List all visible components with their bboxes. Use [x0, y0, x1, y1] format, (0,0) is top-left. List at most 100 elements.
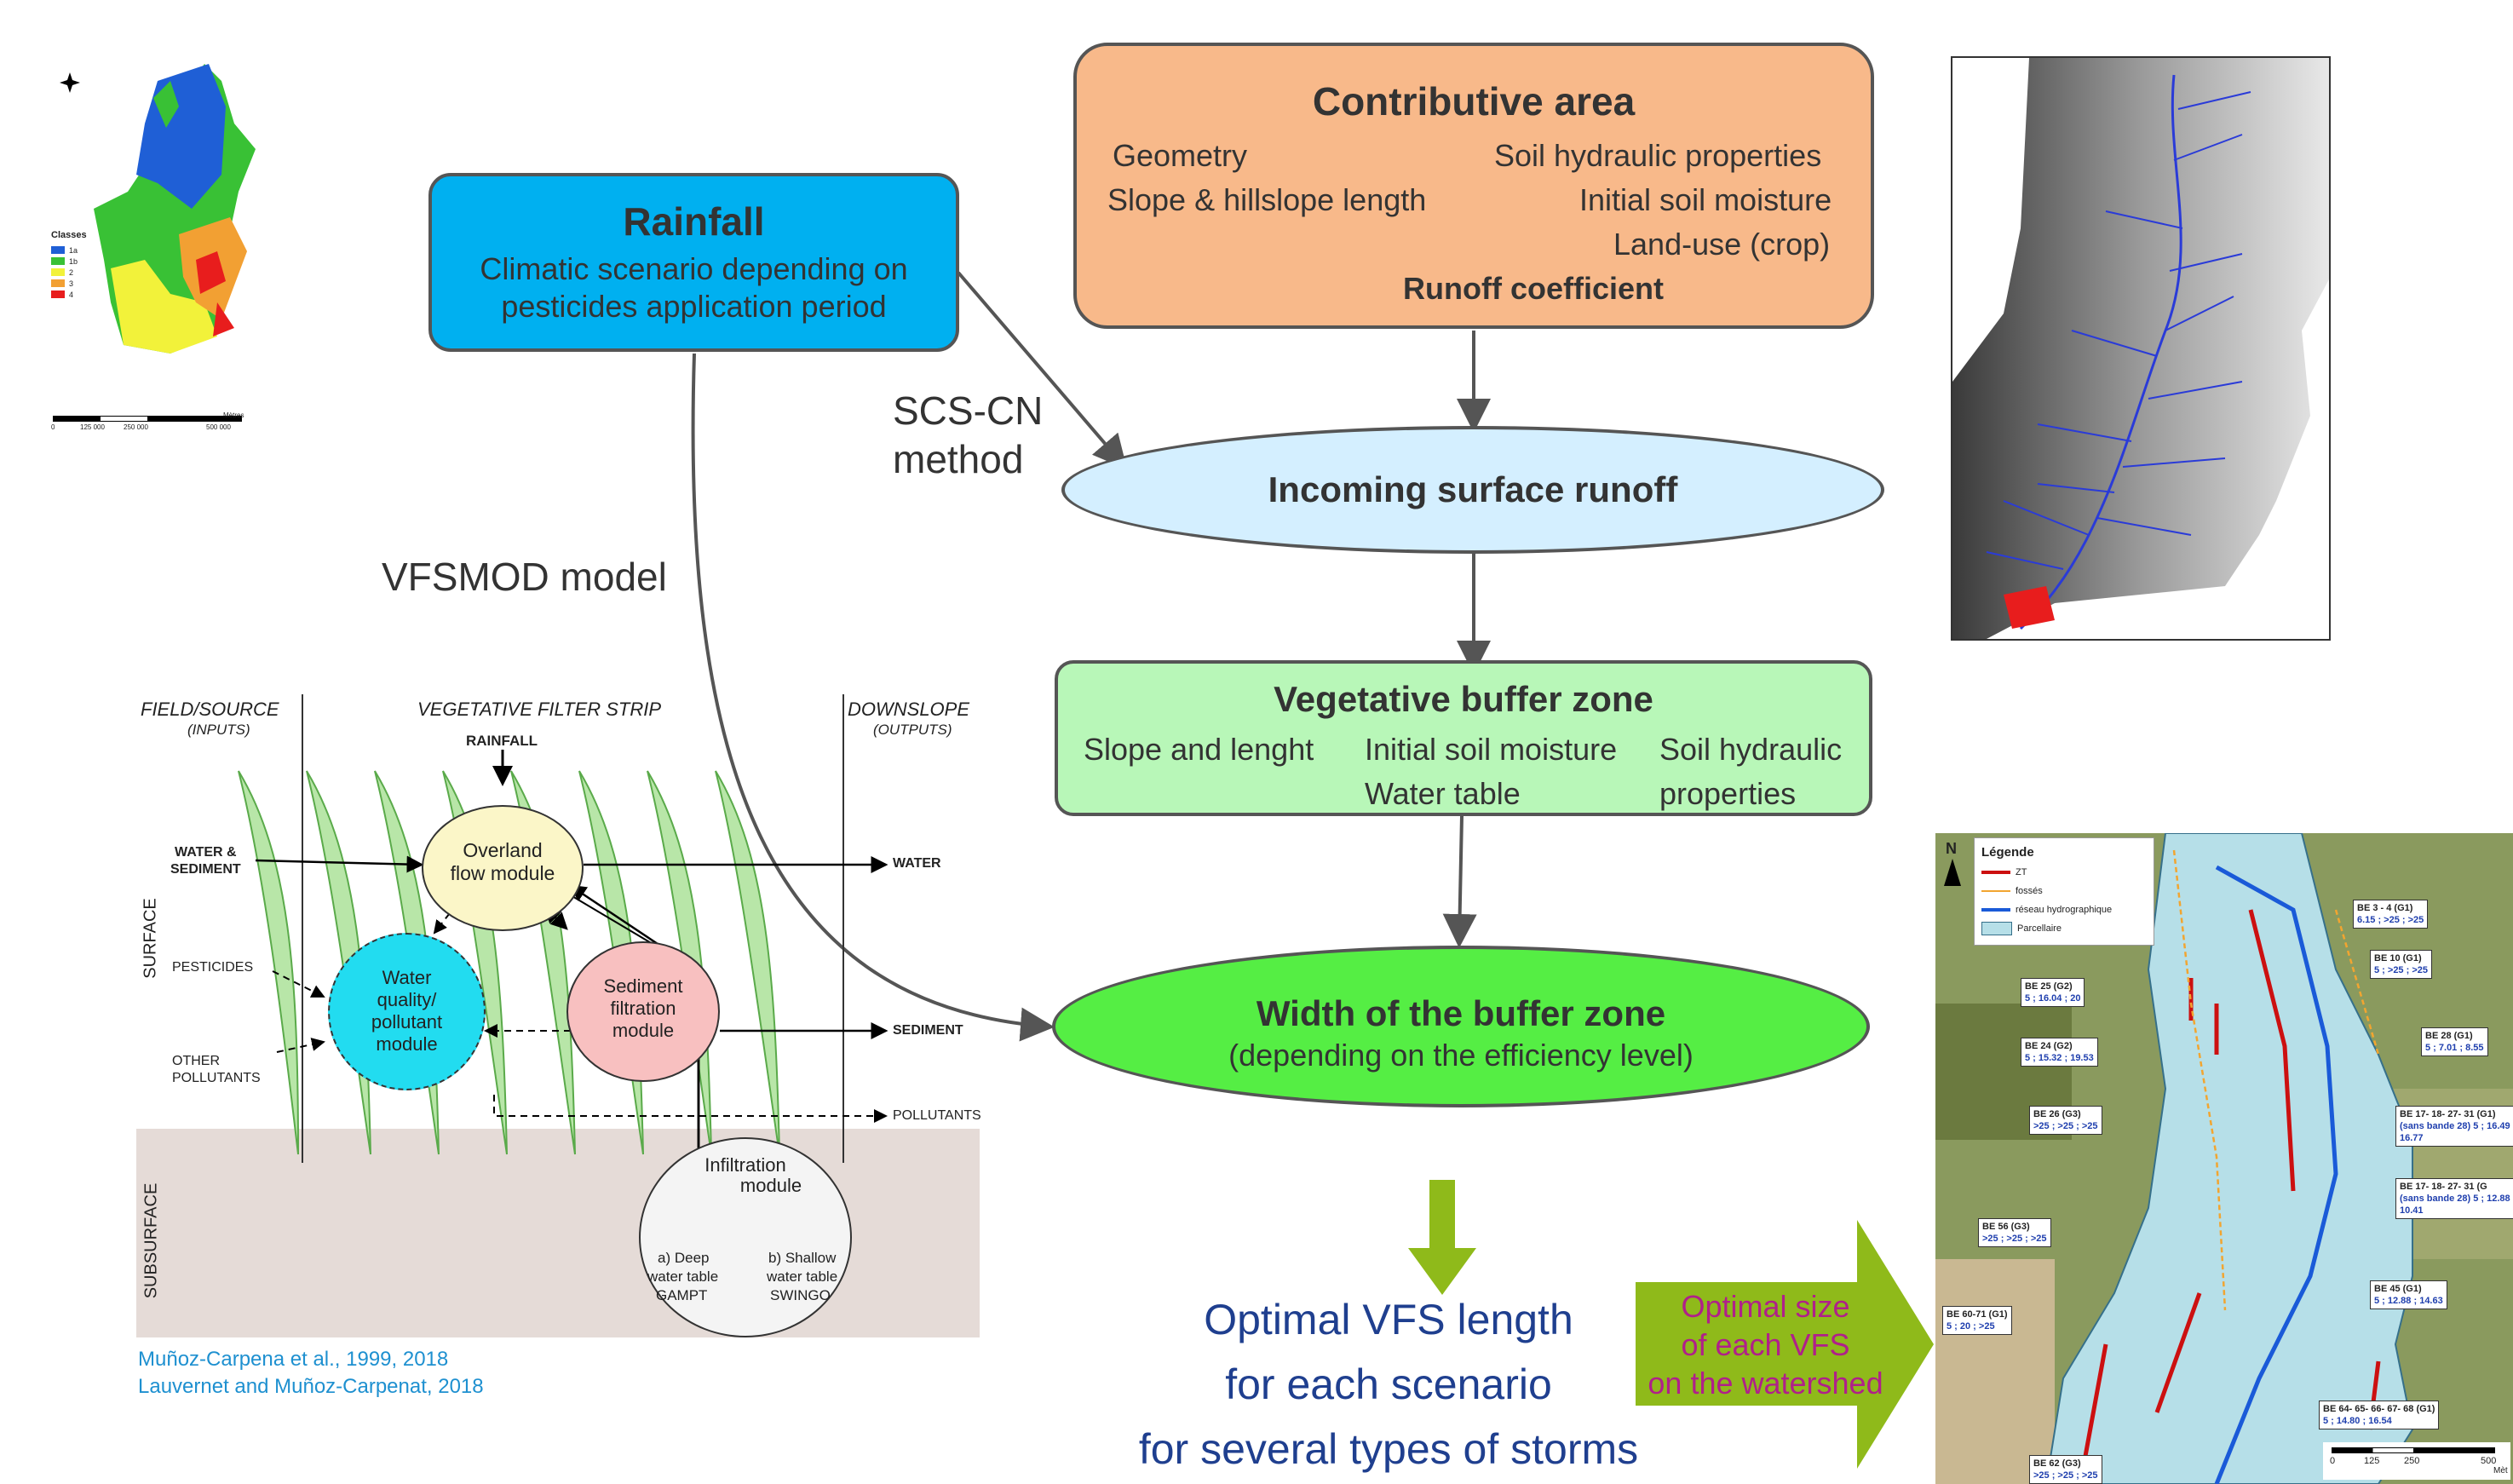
sediment-output-label: SEDIMENT	[893, 1023, 963, 1038]
width-buffer-title: Width of the buffer zone	[1256, 993, 1666, 1033]
deep-line1: a) Deep	[658, 1250, 710, 1266]
scale-label: 500 000	[206, 423, 231, 431]
sed-line1: Sediment	[603, 975, 683, 997]
be-label: BE 3 - 4 (G1)6.15 ; >25 ; >25	[2353, 900, 2429, 929]
watershed-scale: 0 125 250 500 Mèt	[2323, 1442, 2510, 1480]
deep-line3: GAMPT	[656, 1287, 708, 1303]
classes-title: Classes	[51, 230, 87, 240]
scale-label: 125	[2364, 1456, 2380, 1466]
field-source-label: FIELD/SOURCE	[141, 699, 279, 720]
geometry-label: Geometry	[1113, 138, 1248, 173]
be-label: BE 60-71 (G1)5 ; 20 ; >25	[1942, 1306, 2012, 1335]
legend-row: ZT	[1981, 867, 2027, 877]
water-sediment-line1: WATER &	[175, 845, 237, 860]
north-arrow-label: N	[1946, 840, 1957, 857]
scale-unit: Mèt	[2493, 1466, 2508, 1475]
be-label: BE 64- 65- 66- 67- 68 (G1)5 ; 14.80 ; 16…	[2319, 1401, 2440, 1429]
inputs-label: (INPUTS)	[187, 722, 250, 738]
be-label: BE 17- 18- 27- 31 (G1)(sans bande 28) 5 …	[2395, 1106, 2513, 1147]
scale-label: 0	[51, 423, 55, 431]
downslope-label: DOWNSLOPE	[848, 699, 970, 720]
optimal-vfs-line1: Optimal VFS length	[1204, 1296, 1573, 1343]
legend-item-label: Parcellaire	[2017, 923, 2062, 934]
veg-initial-moisture-label: Initial soil moisture	[1365, 732, 1618, 767]
stream-network-map	[1951, 56, 2331, 641]
be-label: BE 45 (G1)5 ; 12.88 ; 14.63	[2370, 1280, 2447, 1309]
rainfall-small-label: RAINFALL	[466, 733, 538, 749]
contributive-title: Contributive area	[1312, 79, 1636, 124]
incoming-runoff-ellipse: Incoming surface runoff	[1061, 426, 1884, 554]
watershed-map: N Légende ZT fossés réseau hydrographiqu…	[1935, 833, 2513, 1484]
shallow-line1: b) Shallow	[768, 1250, 837, 1266]
water-output-label: WATER	[893, 856, 941, 871]
overland-flow-module: Overland flow module	[422, 805, 584, 931]
optimal-vfs-line3: for several types of storms	[1138, 1425, 1639, 1473]
be-label: BE 62 (G3)>25 ; >25 ; >25	[2029, 1455, 2102, 1484]
pesticides-label: PESTICIDES	[172, 960, 254, 975]
shallow-line2: water table	[767, 1268, 838, 1285]
legend-class-label: 3	[69, 279, 74, 288]
france-map: Classes 1a 1b 2 3 4 0 125 000 250 000 50…	[43, 47, 256, 439]
veg-to-width-arrow	[1442, 815, 1477, 948]
compass-icon	[60, 72, 80, 93]
scale-label: 125 000	[80, 423, 105, 431]
contributive-area-box: Contributive area Geometry Slope & hills…	[1073, 43, 1874, 329]
width-buffer-subtitle: (depending on the efficiency level)	[1228, 1038, 1694, 1073]
scale-label: 500	[2481, 1456, 2497, 1466]
legend-class-label: 1b	[69, 256, 78, 266]
veg-buffer-box: Vegetative buffer zone Slope and lenght …	[1055, 660, 1872, 816]
initial-moisture-label: Initial soil moisture	[1579, 182, 1832, 217]
wq-line1: Water	[382, 967, 432, 988]
sediment-filtration-module: Sediment filtration module	[566, 941, 720, 1082]
water-quality-module: Water quality/ pollutant module	[328, 933, 486, 1090]
vfsmod-curve-arrow	[691, 353, 1055, 1042]
width-buffer-ellipse: Width of the buffer zone (depending on t…	[1052, 946, 1870, 1107]
veg-properties-label: properties	[1659, 776, 1797, 811]
legend-item-label: fossés	[2016, 886, 2043, 896]
legend-swatch	[51, 268, 65, 276]
infiltration-module: Infiltration module a) Deep water table …	[639, 1137, 852, 1337]
surface-label: SURFACE	[141, 898, 160, 979]
scale-unit: Mètres	[223, 411, 244, 419]
be-label: BE 56 (G3)>25 ; >25 ; >25	[1978, 1218, 2051, 1247]
legend-swatch	[51, 246, 65, 254]
rainfall-line2: pesticides application period	[501, 289, 887, 324]
legend-swatch	[51, 279, 65, 287]
legend-class-label: 1a	[69, 245, 78, 255]
be-label: BE 25 (G2)5 ; 16.04 ; 20	[2021, 978, 2085, 1007]
legend-row: réseau hydrographique	[1981, 905, 2112, 915]
other-line1: OTHER	[172, 1054, 220, 1068]
legend-row: Parcellaire	[1981, 922, 2062, 935]
citation-line1: Muñoz-Carpena et al., 1999, 2018	[138, 1348, 449, 1371]
vfs-label: VEGETATIVE FILTER STRIP	[417, 699, 662, 720]
citation-line2: Lauvernet and Muñoz-Carpenat, 2018	[138, 1375, 484, 1398]
incoming-runoff-label: Incoming surface runoff	[1268, 469, 1678, 509]
green-right-arrow	[1636, 1220, 1934, 1469]
optimal-size-line2: of each VFS	[1681, 1327, 1850, 1362]
scale-label: 250	[2404, 1456, 2420, 1466]
optimal-vfs-line2: for each scenario	[1225, 1360, 1552, 1408]
rainfall-box: Rainfall Climatic scenario depending on …	[428, 173, 959, 352]
be-label: BE 28 (G1)5 ; 7.01 ; 8.55	[2421, 1027, 2488, 1056]
legend-item-label: réseau hydrographique	[2016, 905, 2113, 915]
outputs-label: (OUTPUTS)	[873, 722, 952, 738]
land-use-label: Land-use (crop)	[1613, 227, 1831, 262]
sed-line2: filtration	[610, 998, 676, 1019]
veg-soil-hydraulic-label: Soil hydraulic	[1659, 732, 1843, 767]
wq-line2: quality/	[377, 989, 437, 1010]
inf-line2: module	[739, 1175, 802, 1196]
north-arrow-icon	[1944, 859, 1961, 886]
optimal-size-line1: Optimal size	[1681, 1289, 1850, 1324]
overland-line2: flow module	[450, 862, 555, 884]
water-sediment-line2: SEDIMENT	[170, 862, 241, 877]
other-line2: POLLUTANTS	[172, 1071, 261, 1085]
deep-line2: water table	[647, 1268, 719, 1285]
green-down-arrow	[1408, 1180, 1476, 1295]
inf-line1: Infiltration	[704, 1154, 786, 1176]
soil-hydraulic-label: Soil hydraulic properties	[1494, 138, 1822, 173]
wq-line4: module	[376, 1033, 438, 1055]
be-label: BE 17- 18- 27- 31 (G(sans bande 28) 5 ; …	[2395, 1178, 2513, 1219]
optimal-size-line3: on the watershed	[1648, 1366, 1883, 1401]
rainfall-title: Rainfall	[623, 199, 765, 244]
